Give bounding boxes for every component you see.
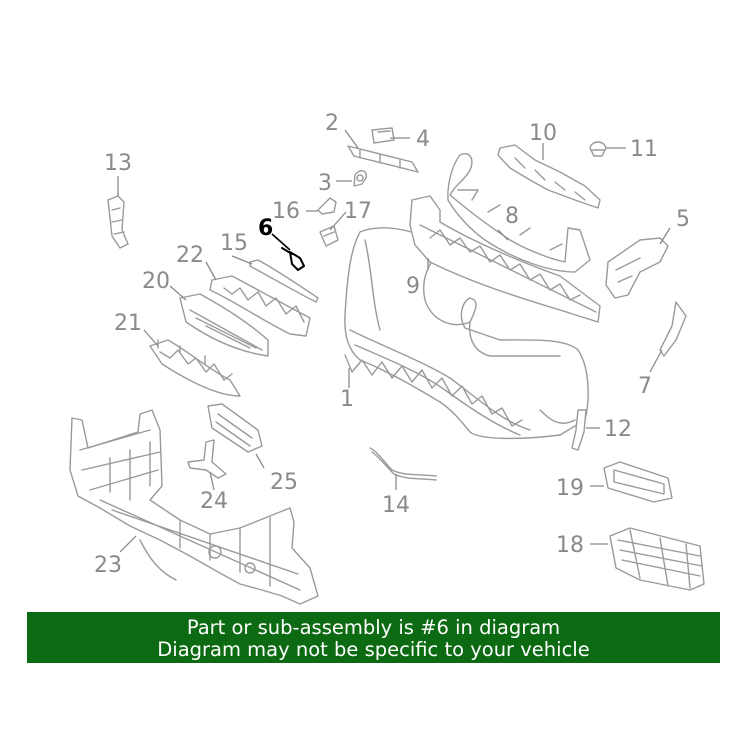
callout-18: 18	[556, 533, 584, 558]
callout-10: 10	[529, 121, 557, 146]
callout-4: 4	[416, 127, 430, 152]
callout-25: 25	[270, 470, 298, 495]
callout-2: 2	[325, 111, 339, 136]
callout-19: 19	[556, 476, 584, 501]
callout-5: 5	[676, 207, 690, 232]
callout-24: 24	[200, 489, 228, 514]
callout-labels: 1 2 3 4 5 6 7 8 9 10 11 12 13 14 15 16 1…	[94, 111, 690, 578]
callout-14: 14	[382, 493, 410, 518]
callout-23: 23	[94, 553, 122, 578]
part-8-reinforcement	[447, 153, 591, 273]
part-2-trim-strip	[347, 145, 419, 173]
callout-7: 7	[638, 374, 652, 399]
leader-lines	[117, 129, 671, 553]
part-16-clip	[317, 197, 337, 215]
part-12-strip	[571, 409, 587, 451]
callout-1: 1	[340, 387, 354, 412]
part-19-fog-bezel	[603, 461, 673, 503]
part-10-bracket	[497, 144, 601, 209]
part-18-grille-insert	[609, 527, 705, 591]
callout-21: 21	[114, 311, 142, 336]
part-23-carrier	[69, 409, 319, 605]
callout-8: 8	[505, 204, 519, 229]
part-6-highlighted	[281, 247, 305, 271]
callout-20: 20	[142, 269, 170, 294]
callout-11: 11	[630, 137, 658, 162]
part-7-trim	[659, 301, 687, 357]
part-22-grille	[209, 275, 311, 337]
part-20-grille	[179, 293, 269, 357]
part-21-grille	[149, 339, 241, 397]
part-11-fastener	[589, 141, 607, 157]
callout-12: 12	[604, 417, 632, 442]
banner-line-2: Diagram may not be specific to your vehi…	[157, 638, 590, 661]
callout-16: 16	[272, 199, 300, 224]
part-5-bracket	[605, 237, 669, 299]
callout-3: 3	[318, 171, 332, 196]
part-3-clip	[353, 170, 368, 187]
part-4-bracket	[371, 127, 395, 144]
part-9-absorber	[409, 195, 601, 323]
banner-line-1: Part or sub-assembly is #6 in diagram	[186, 616, 561, 639]
part-25-license-bracket	[207, 403, 263, 453]
callout-15: 15	[220, 231, 248, 256]
callout-17: 17	[344, 199, 372, 224]
part-14-wire	[369, 447, 437, 481]
part-15-trim-strip	[249, 259, 319, 303]
part-17-bracket	[319, 225, 339, 247]
part-24-bracket	[187, 439, 227, 479]
callout-13: 13	[104, 151, 132, 176]
callout-6: 6	[258, 216, 273, 241]
callout-22: 22	[176, 243, 204, 268]
info-banner: Part or sub-assembly is #6 in diagram Di…	[27, 612, 720, 663]
callout-9: 9	[406, 274, 420, 299]
part-1-bumper-cover	[344, 227, 589, 440]
part-13-bracket	[107, 195, 129, 249]
